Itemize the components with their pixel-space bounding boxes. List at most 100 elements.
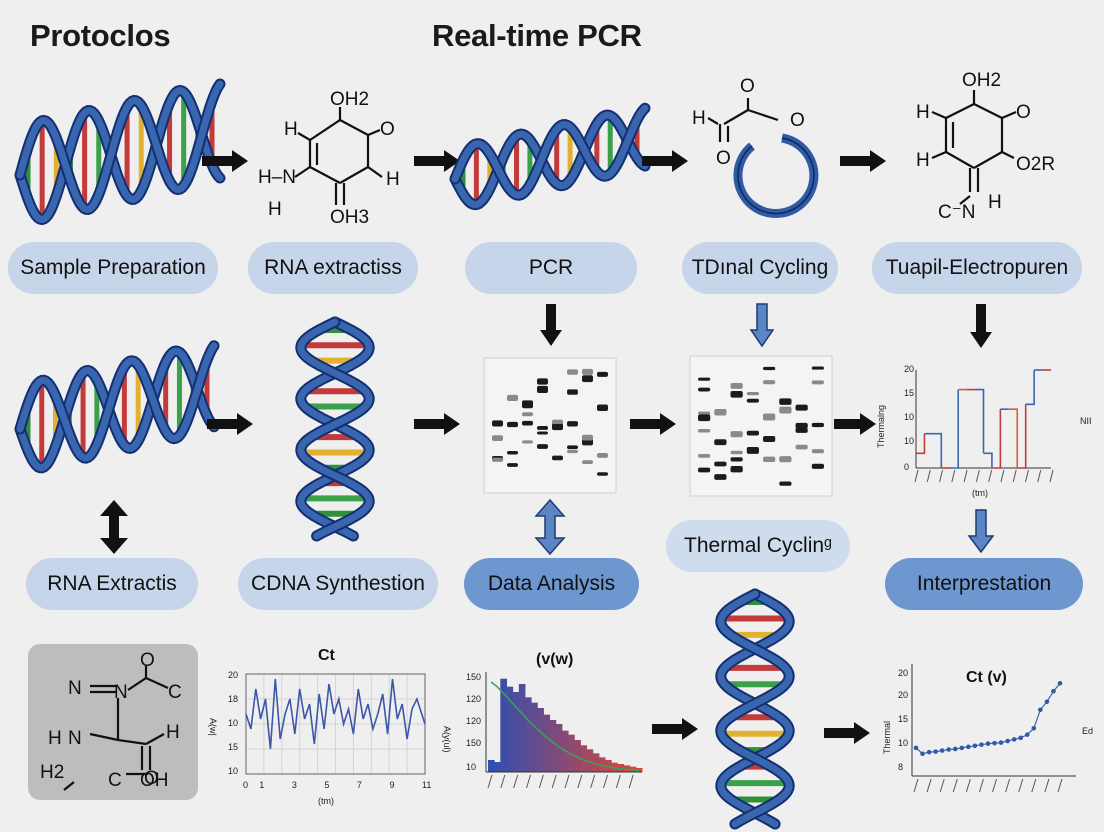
dna-strand [297, 318, 373, 540]
vw-xtick-mark [526, 774, 531, 789]
ctv-point [1005, 738, 1010, 744]
dna-strand [16, 342, 218, 462]
gel-band [597, 371, 608, 377]
gel-band [763, 456, 776, 463]
ytick: 20 [898, 690, 908, 700]
vw-bar [592, 753, 600, 772]
gel-band [811, 449, 824, 454]
arrow-right-icon [652, 718, 698, 740]
gel-band [698, 377, 711, 381]
ctv-point [952, 746, 958, 752]
gel-band [698, 414, 711, 422]
vw-bar [574, 740, 581, 772]
molecule-2-icon: O O O H [692, 76, 819, 218]
ct-xtick: 9 [389, 780, 394, 790]
dna-strand [451, 111, 649, 209]
chem1-o-right: O [380, 119, 395, 140]
ctv-ylabel: Thermal [882, 721, 892, 754]
gel-band [795, 404, 808, 411]
step-thermal-cycling-2: Thermal Cyclinᵍ [666, 520, 850, 572]
ctv-point [946, 747, 952, 752]
arrow-right-icon [207, 413, 253, 435]
vw-bar [494, 762, 501, 772]
gel-band [567, 422, 578, 427]
ctv-point [992, 740, 997, 746]
ct-xtick: 5 [324, 780, 329, 790]
gel-band [746, 391, 759, 396]
thermal-ylabel: Thermalng [876, 405, 886, 448]
gel-band [507, 451, 518, 455]
chem3-cnh-h: H [988, 192, 1002, 213]
realtime-pcr-title: Real-time PCR [432, 18, 642, 53]
vw-xtick-mark [513, 774, 519, 789]
vw-xtick-mark [603, 774, 608, 789]
arrow-right-icon [414, 413, 460, 435]
step-interpretation: Interprestation [885, 558, 1083, 610]
vw-bar [555, 724, 563, 772]
gel-band [714, 409, 727, 416]
ctv-xtick-mark [913, 778, 919, 793]
protocols-title: Protoclos [30, 18, 171, 53]
chem4-hn: H [48, 728, 62, 749]
gel-band [552, 423, 563, 431]
ctv-point [933, 749, 938, 754]
ctv-title: Ct (v) [966, 669, 1007, 686]
vw-bar [512, 692, 520, 772]
thermal-xtick-mark [988, 469, 993, 483]
ytick: 20 [228, 670, 238, 680]
chem1-bottom: OH3 [330, 207, 369, 228]
ctv-point [939, 748, 945, 753]
gel-band [779, 456, 792, 463]
gel-band [763, 366, 776, 371]
ctv-point [1051, 688, 1056, 694]
dna-strand [16, 347, 218, 472]
thermal-xtick-mark [926, 469, 931, 483]
ct-ylabel: A(w| [208, 718, 218, 736]
gel-band [746, 430, 759, 436]
dna-strand [717, 590, 793, 828]
dna-strand-outline [14, 345, 220, 474]
gel-band [597, 472, 608, 476]
ytick: 10 [904, 412, 914, 422]
chem1-top: OH2 [330, 89, 369, 110]
gel-band [811, 422, 824, 428]
molecule-3-icon: OH2 H O H O2R C⁻N H [916, 70, 1055, 223]
step-rna-extraction: RNA extractiss [248, 242, 418, 294]
thermal-xtick-mark [1024, 469, 1029, 483]
vw-xtick-mark [577, 774, 583, 789]
ct-xlabel: (tm) [318, 796, 334, 806]
gel-band [552, 455, 563, 461]
gel-band [698, 411, 711, 415]
gel-band [746, 447, 759, 454]
gel-band [582, 368, 593, 375]
gel-band [811, 463, 824, 469]
gel-band [714, 474, 727, 480]
gel-band [537, 444, 548, 449]
gel-band [567, 391, 578, 395]
ctv-point [959, 745, 965, 751]
ctv-xtick-mark [952, 778, 958, 793]
ctv-xtick-mark [965, 778, 971, 793]
ytick: 120 [466, 716, 481, 726]
ctv-point [985, 741, 991, 746]
vw-xtick-mark [615, 774, 621, 789]
thermal-step-chart: Thermalng 20 15 10 10 0 NII (tm) [876, 364, 1092, 498]
ct-xtick: 0 [243, 780, 248, 790]
gel-band [522, 400, 533, 405]
chem4-coh: C [108, 770, 122, 791]
gel-band [746, 398, 759, 403]
ytick: 0 [904, 462, 909, 472]
ct-xtick: 11 [422, 780, 431, 790]
chem4-hn-n: N [68, 728, 82, 749]
ytick: 10 [898, 738, 908, 748]
gel-band [567, 449, 578, 454]
ctv-point [1018, 735, 1024, 741]
gel-image-1 [483, 357, 617, 494]
vw-xtick-mark [628, 774, 634, 789]
ytick: 20 [904, 364, 914, 374]
ytick: 10 [466, 762, 476, 772]
ctv-scatter-chart: Ct (v) Thermal Ed 20 20 15 10 8 [882, 664, 1093, 793]
chem2-o-left: O [716, 148, 731, 169]
vw-title: (v(w) [536, 651, 573, 668]
